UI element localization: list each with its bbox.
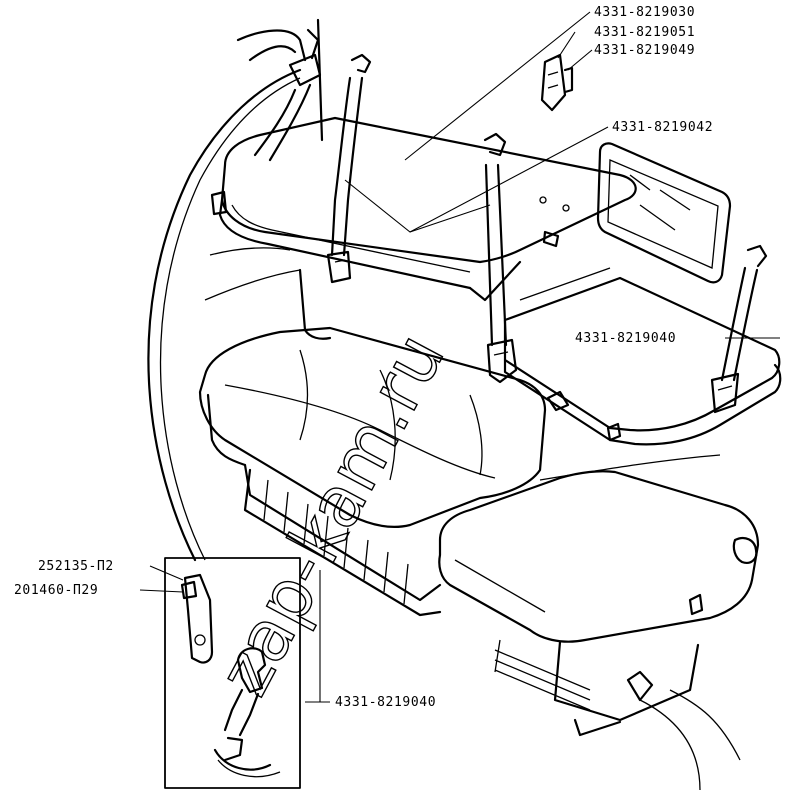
detail-inset [164,557,301,789]
label-buckle-bracket: 4331-8219051 [594,25,695,40]
pillar-anchor [253,28,322,162]
label-center-belts: 4331-8219042 [612,120,713,135]
detail-belt-tongue [213,647,281,778]
wall-fastener [562,204,570,212]
left-belt [326,53,372,284]
watermark: zap-kam.ru [203,321,461,708]
upper-bench [210,116,782,446]
right-belt [710,244,768,414]
label-buckle-clip: 4331-8219049 [594,43,695,58]
anchor-plate [183,573,214,664]
label-bolt: 252135-П2 [38,559,114,574]
label-right-belt: 4331-8219040 [575,331,676,346]
label-washer: 201460-П29 [14,583,98,598]
label-detail-belt: 4331-8219040 [335,695,436,710]
wall-fastener [539,196,547,204]
front-seat [438,470,760,737]
lower-bench [198,268,547,617]
label-belt-assembly: 4331-8219030 [594,5,695,20]
back-window [596,142,732,284]
anchor-reference-curve [147,68,302,562]
anchor-bolt [180,580,198,600]
leader-lines [139,11,780,703]
wall-clip [542,230,560,248]
wall-bracket [540,53,574,112]
